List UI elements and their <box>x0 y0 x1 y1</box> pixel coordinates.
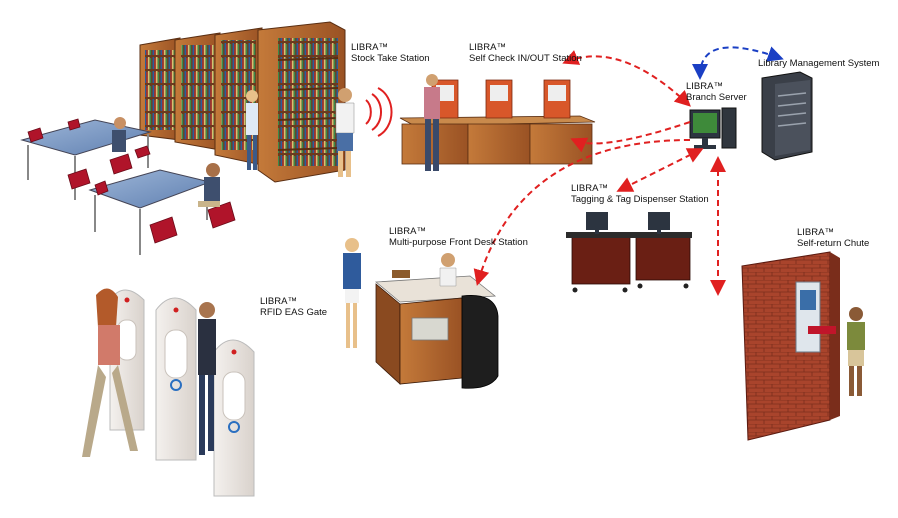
staff-figure-scanner <box>335 88 355 177</box>
label-name: Self Check IN/OUT Station <box>469 53 582 64</box>
link-server-to-stocktake <box>570 121 691 153</box>
label-brand: LIBRA™ <box>351 42 388 53</box>
label-brand: LIBRA™ <box>571 183 608 194</box>
self-return-chute-wall <box>741 251 865 441</box>
label-self-check-station: LIBRA™ Self Check IN/OUT Station <box>469 42 582 64</box>
label-front-desk-station: LIBRA™ Multi-purpose Front Desk Station <box>389 226 528 248</box>
label-brand: LIBRA™ <box>389 226 426 237</box>
tagging-stations <box>566 212 692 293</box>
label-name: Tagging & Tag Dispenser Station <box>571 194 709 205</box>
label-tagging-station: LIBRA™ Tagging & Tag Dispenser Station <box>571 183 709 205</box>
reading-area <box>20 117 236 255</box>
connection-lines <box>473 46 784 296</box>
link-server-to-tagging <box>616 148 704 192</box>
label-brand: LIBRA™ <box>260 296 297 307</box>
rfid-signal-waves-icon <box>365 87 393 137</box>
label-name: Multi-purpose Front Desk Station <box>389 237 528 248</box>
label-name: Library Management System <box>758 58 880 69</box>
label-name: RFID EAS Gate <box>260 307 328 318</box>
branch-server-computer <box>689 107 737 149</box>
label-brand: LIBRA™ <box>686 81 723 92</box>
link-server-to-selfcheck <box>562 50 691 107</box>
rfid-eas-gates <box>82 288 255 497</box>
label-name: Stock Take Station <box>351 53 430 64</box>
library-management-server-rack <box>761 71 813 161</box>
staff-figure-shelves <box>246 90 258 170</box>
self-check-station <box>399 74 596 171</box>
link-server-to-lms <box>692 46 784 80</box>
label-name: Branch Server <box>686 92 747 103</box>
label-rfid-eas-gate: LIBRA™ RFID EAS Gate <box>260 296 327 318</box>
label-branch-server: LIBRA™ Branch Server <box>686 81 747 103</box>
link-server-to-frontdesk <box>473 139 691 286</box>
label-library-management-system: Library Management System <box>758 58 879 69</box>
bookshelves <box>139 21 346 183</box>
front-desk-station <box>343 238 499 389</box>
label-stock-take-station: LIBRA™ Stock Take Station <box>351 42 430 64</box>
label-name: Self-return Chute <box>797 238 870 249</box>
label-brand: LIBRA™ <box>469 42 506 53</box>
label-self-return-chute: LIBRA™ Self-return Chute <box>797 227 869 249</box>
label-brand: LIBRA™ <box>797 227 834 238</box>
